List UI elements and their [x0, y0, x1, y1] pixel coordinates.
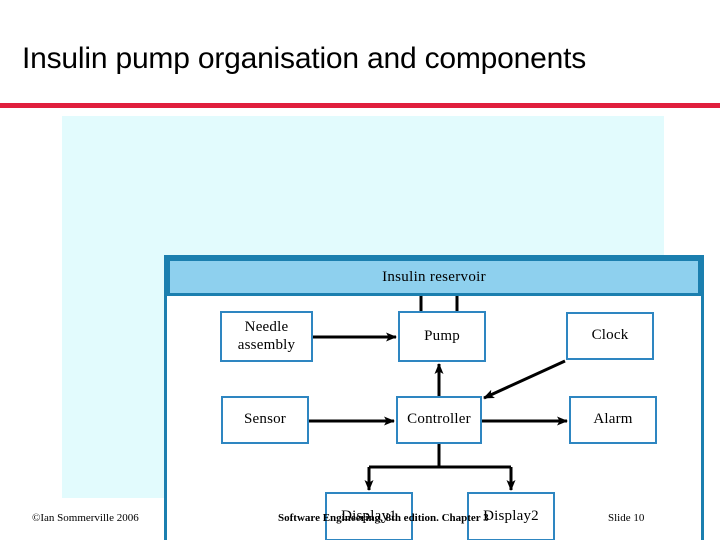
block-clock[interactable]: Clock — [566, 312, 654, 360]
block-insulin-reservoir-label: Insulin reservoir — [382, 268, 486, 285]
footer-copyright: ©Ian Sommerville 2006 — [32, 512, 139, 524]
slide-footer: ©Ian Sommerville 2006 Software Engineeri… — [0, 512, 720, 532]
block-display1[interactable]: Display1 — [325, 492, 413, 540]
block-pump-label: Pump — [424, 327, 460, 344]
block-clock-label: Clock — [591, 327, 629, 344]
connector-clock-to-controller — [483, 359, 566, 400]
block-controller-label: Controller — [407, 411, 471, 428]
block-alarm-label: Alarm — [593, 411, 633, 428]
footer-slide-number: Slide 10 — [608, 512, 645, 524]
insulin-pump-system-frame: Insulin reservoir Power supply — [164, 255, 704, 540]
block-display2-label: Display2 — [483, 507, 539, 524]
block-insulin-reservoir[interactable]: Insulin reservoir — [167, 258, 701, 296]
block-alarm[interactable]: Alarm — [569, 396, 657, 444]
block-sensor-label: Sensor — [243, 411, 287, 428]
title-divider-rule — [0, 103, 720, 108]
block-needle-assembly-label: Needle assembly — [237, 318, 296, 353]
block-pump[interactable]: Pump — [398, 311, 486, 362]
page-title: Insulin pump organisation and components — [22, 42, 587, 75]
block-sensor[interactable]: Sensor — [221, 396, 309, 444]
block-display1-label: Display1 — [341, 507, 397, 524]
footer-book-reference: Software Engineering, 8th edition. Chapt… — [278, 512, 489, 524]
diagram-canvas: Insulin reservoir Power supply — [62, 116, 704, 540]
block-needle-assembly[interactable]: Needle assembly — [220, 311, 313, 362]
block-controller[interactable]: Controller — [396, 396, 482, 444]
block-display2[interactable]: Display2 — [467, 492, 555, 540]
